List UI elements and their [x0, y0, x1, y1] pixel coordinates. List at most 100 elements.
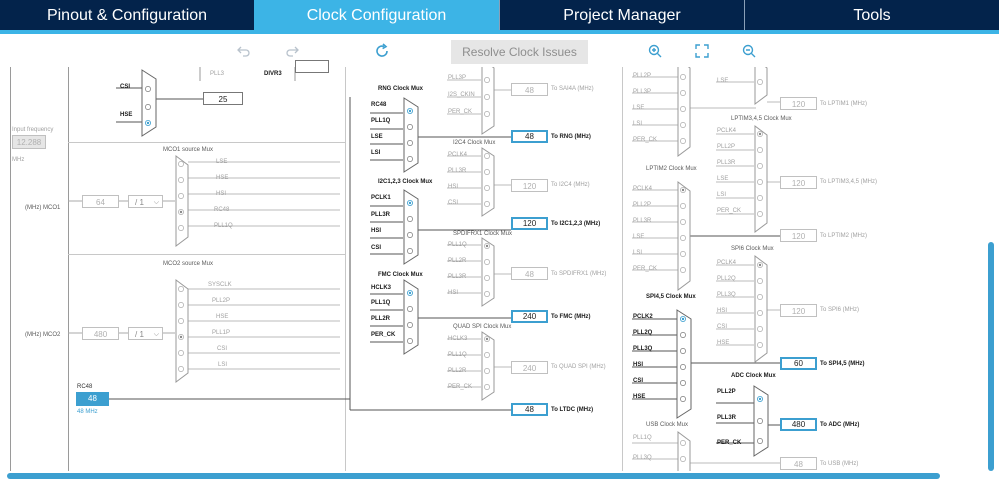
sai4a-clock-mux[interactable]	[481, 67, 495, 135]
zoom-in-icon[interactable]	[644, 40, 666, 62]
spi6-input-pll2q: PLL2Q	[717, 276, 736, 282]
adc-input-pll3r: PLL3R	[717, 415, 737, 421]
usb-input-pll1q: PLL1Q	[633, 435, 652, 441]
spi6-input-hse: HSE	[717, 340, 730, 346]
spi6-value: 120	[780, 304, 817, 317]
usb-value: 48	[780, 457, 817, 470]
lptim2-mux-title: LPTIM2 Clock Mux	[646, 166, 697, 172]
spi6-input-pclk4: PCLK4	[717, 260, 737, 266]
fmc-input-hclk3: HCLK3	[371, 285, 392, 291]
mco2-output-label: (MHz) MCO2	[25, 332, 61, 338]
redo-icon[interactable]	[281, 40, 303, 62]
horizontal-scrollbar-thumb[interactable]	[7, 473, 940, 479]
lptim2-clock-mux[interactable]	[677, 181, 691, 291]
lptim1-clock-mux[interactable]	[754, 67, 768, 105]
i2c4-input-csi: CSI	[448, 200, 459, 206]
i2c123-input-pclk1: PCLK1	[371, 195, 391, 201]
lptim1-value: 120	[780, 97, 817, 110]
adc-clock-mux[interactable]	[753, 385, 769, 457]
adc-mux-title: ADC Clock Mux	[731, 373, 776, 379]
spi6-input-hsi: HSI	[717, 308, 728, 314]
mco2-divider-select[interactable]: / 1 ⌵	[128, 327, 163, 340]
input-frequency-field[interactable]: 12.288	[12, 135, 46, 149]
i2c123-output-label: To I2C1,2,3 (MHz)	[551, 221, 601, 227]
spdif-output-label: To SPDIFRX1 (MHz)	[551, 271, 607, 277]
rng-clock-mux[interactable]	[403, 97, 419, 173]
rc48-frequency: 48 MHz	[77, 409, 98, 415]
spi6-input-csi: CSI	[717, 324, 728, 330]
tab-clock-configuration[interactable]: Clock Configuration	[254, 0, 499, 30]
adc-input-per-ck: PER_CK	[717, 440, 742, 446]
zoom-out-icon[interactable]	[738, 40, 760, 62]
qspi-clock-mux[interactable]	[481, 331, 495, 401]
resolve-clock-issues-button[interactable]: Resolve Clock Issues	[451, 40, 588, 64]
spi45-clock-mux[interactable]	[676, 309, 692, 419]
lptim345-input-pclk4: PCLK4	[717, 128, 737, 134]
top-mux-input-lsi: LSI	[633, 121, 643, 127]
tab-project-manager[interactable]: Project Manager	[563, 7, 681, 24]
lptim345-input-per-ck: PER_CK	[717, 208, 742, 214]
refresh-icon[interactable]	[371, 40, 393, 62]
top-mux-input-pll3p: PLL3P	[633, 89, 652, 95]
sai4a-input-i2s-ckin: I2S_CKIN	[448, 92, 475, 98]
chevron-down-icon: ⌵	[153, 331, 159, 338]
mco1-divider-select[interactable]: / 1⌵	[128, 195, 163, 208]
i2c123-clock-mux[interactable]	[403, 189, 419, 265]
qspi-input-pll1q: PLL1Q	[448, 352, 467, 358]
spi45-input-hsi: HSI	[633, 362, 644, 368]
qspi-mux-title: QUAD SPI Clock Mux	[453, 324, 512, 330]
qspi-input-per-ck: PER_CK	[448, 384, 473, 390]
spi45-input-hse: HSE	[633, 394, 646, 400]
lptim345-input-lse: LSE	[717, 176, 729, 182]
lptim345-input-pll3r: PLL3R	[717, 160, 736, 166]
horizontal-scrollbar[interactable]	[0, 471, 999, 483]
rng-input-lsi: LSI	[371, 150, 381, 156]
lptim2-input-lsi: LSI	[633, 250, 643, 256]
mco1-source-mux[interactable]	[175, 155, 189, 247]
tab-divider	[499, 0, 500, 30]
mco2-divider-text: / 1	[135, 330, 144, 339]
fmc-clock-mux[interactable]	[403, 279, 419, 355]
spi6-clock-mux[interactable]	[754, 255, 768, 363]
mco2-input-lsi: LSI	[218, 362, 228, 368]
spdif-input-pll1q: PLL1Q	[448, 242, 467, 248]
i2c4-clock-mux[interactable]	[481, 147, 495, 217]
undo-icon[interactable]	[233, 40, 255, 62]
mco2-input-hse: HSE	[216, 314, 229, 320]
spi45-input-csi: CSI	[633, 378, 644, 384]
top-clock-mux[interactable]	[677, 67, 691, 157]
divm-value[interactable]: 25	[203, 92, 243, 105]
mco1-input-hse: HSE	[216, 175, 229, 181]
rng-input-lse: LSE	[371, 134, 383, 140]
mco2-source-mux[interactable]	[175, 279, 189, 383]
spi45-input-pclk2: PCLK2	[633, 314, 653, 320]
tab-divider	[744, 0, 745, 30]
hse-label: HSE	[120, 112, 133, 118]
mco1-divider-text: / 1	[135, 198, 144, 207]
vertical-scrollbar-thumb[interactable]	[988, 242, 994, 471]
lptim345-clock-mux[interactable]	[754, 125, 768, 233]
lptim345-input-lsi: LSI	[717, 192, 727, 198]
rng-value: 48	[511, 130, 548, 143]
pll-source-mux[interactable]	[141, 69, 157, 137]
vertical-scrollbar[interactable]	[988, 67, 994, 471]
divr3-label: DIVR3	[264, 71, 282, 77]
i2c4-mux-title: I2C4 Clock Mux	[453, 140, 496, 146]
spi6-output-label: To SPI6 (MHz)	[820, 307, 860, 313]
qspi-input-pll2r: PLL2R	[448, 368, 467, 374]
clock-tree-canvas[interactable]: PLL3 DIVR3 CSI HSE 25 Input frequency 12…	[0, 60, 999, 471]
divr3-value-box[interactable]	[295, 60, 329, 73]
qspi-input-hclk3: HCLK3	[448, 336, 468, 342]
mco2-input-pll2p: PLL2P	[212, 298, 231, 304]
sai4a-value: 48	[511, 83, 548, 96]
rc48-block[interactable]: 48	[76, 392, 109, 406]
tab-pinout-configuration[interactable]: Pinout & Configuration	[46, 7, 208, 24]
tab-tools[interactable]: Tools	[853, 7, 891, 24]
fit-screen-icon[interactable]	[691, 40, 713, 62]
mco2-input-sysclk: SYSCLK	[208, 282, 232, 288]
spi45-value: 60	[780, 357, 817, 370]
fmc-input-pll1q: PLL1Q	[371, 300, 391, 306]
spdif-clock-mux[interactable]	[481, 237, 495, 307]
usb-clock-mux[interactable]	[677, 431, 691, 471]
spi45-input-pll2q: PLL2Q	[633, 330, 653, 336]
